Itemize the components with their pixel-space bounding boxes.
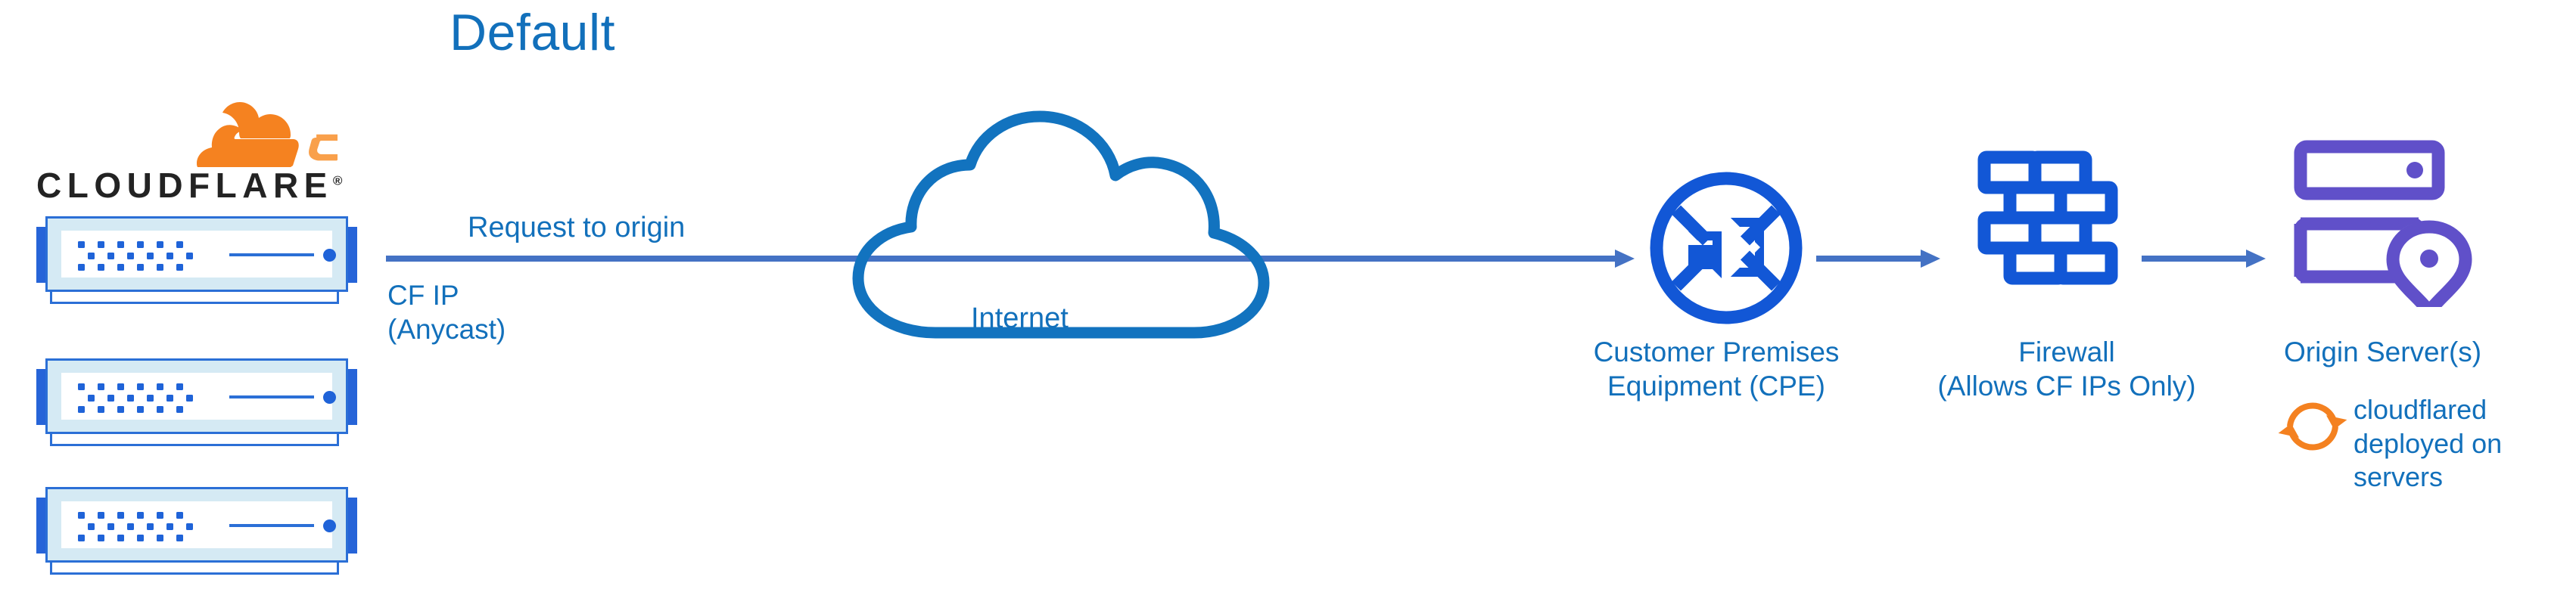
page-title: Default (450, 4, 615, 61)
server-rack-icon (30, 355, 363, 448)
flow-arrow-cpe-to-firewall (1816, 250, 1945, 268)
flow-arrow-firewall-to-origin (2142, 250, 2270, 268)
cloudflare-wordmark: CLOUDFLARE® (36, 166, 343, 205)
rack-power-led (323, 391, 336, 404)
arrow-head (1615, 250, 1635, 268)
rack-vent-grid (78, 512, 193, 542)
rack-power-led (323, 519, 336, 532)
arrow-shaft (2142, 256, 2249, 262)
arrow-shaft (1816, 256, 1924, 262)
router-icon (1650, 172, 1803, 324)
cloudflare-cloud-logo-icon (197, 102, 338, 167)
rack-body (45, 358, 348, 434)
arrow-label-request-to-origin: Request to origin (468, 212, 686, 243)
rack-face (61, 231, 336, 278)
server-rack-icon (30, 484, 363, 576)
cloud-outline-icon (852, 110, 1270, 339)
rack-vent-grid (78, 241, 193, 271)
server-rack-icon (30, 213, 363, 305)
label-origin-servers: Origin Server(s) (2284, 336, 2482, 367)
rack-power-led (323, 249, 336, 262)
sync-arrows-icon (2278, 402, 2347, 451)
label-internet: Internet (971, 302, 1069, 334)
brick-wall-icon (1977, 150, 2118, 285)
rack-face (61, 373, 336, 420)
rack-indicator-bar (229, 395, 314, 398)
label-firewall: Firewall (Allows CF IPs Only) (1937, 336, 2196, 402)
rack-face (61, 501, 336, 548)
label-customer-premises-equipment: Customer Premises Equipment (CPE) (1593, 336, 1840, 402)
label-cloudflared-deployed: cloudflared deployed on servers (2354, 394, 2503, 493)
rack-body (45, 216, 348, 292)
flow-arrow-edge-to-cpe (386, 250, 1635, 268)
cloudflare-logo: CLOUDFLARE® (36, 102, 354, 205)
rack-indicator-bar (229, 524, 314, 527)
rack-indicator-bar (229, 253, 314, 256)
arrow-head (1921, 250, 1940, 268)
arrow-shaft (386, 256, 1618, 262)
arrow-head (2246, 250, 2266, 268)
rack-vent-grid (78, 383, 193, 414)
label-cf-ip-anycast: CF IP (Anycast) (387, 280, 506, 346)
registered-trademark-mark: ® (332, 173, 343, 188)
rack-body (45, 487, 348, 563)
server-stack-pin-icon (2294, 140, 2472, 307)
